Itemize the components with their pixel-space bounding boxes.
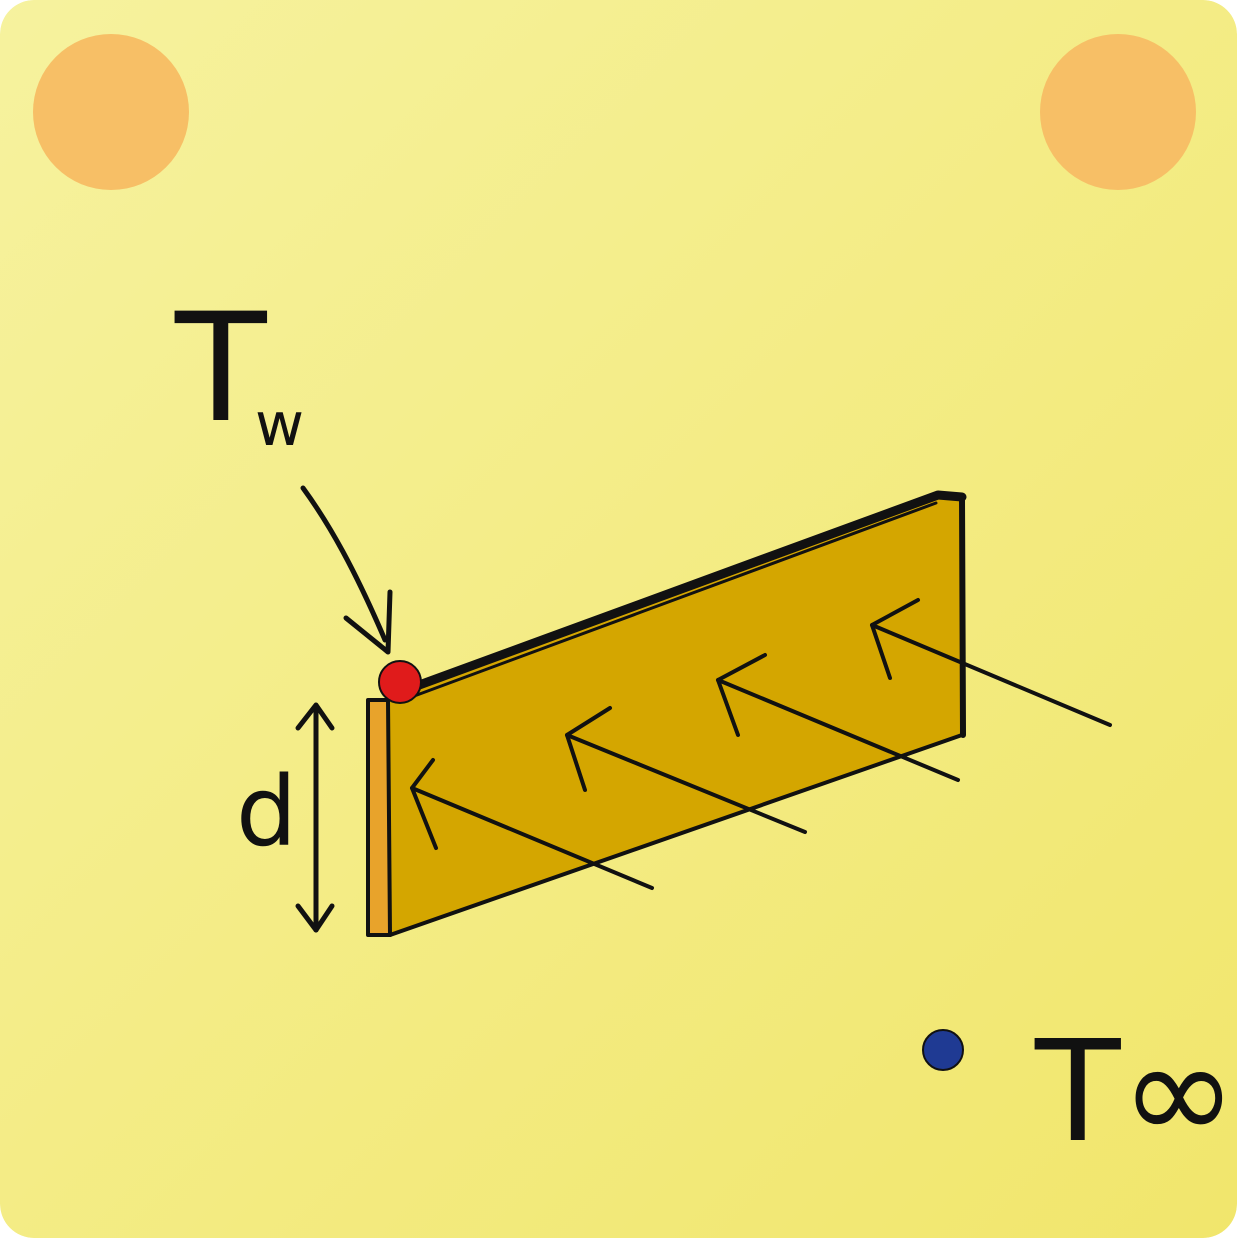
flow-arrow-1-icon bbox=[410, 758, 654, 890]
flow-arrow-3-icon bbox=[716, 653, 960, 782]
wall-pointer-arrow bbox=[300, 485, 393, 655]
plate-outline bbox=[386, 490, 967, 937]
corner-dot-left-icon bbox=[33, 34, 189, 190]
wall-temp-subscript: w bbox=[255, 390, 304, 460]
flow-arrows bbox=[410, 598, 1112, 890]
ambient-point-blue-dot-icon bbox=[922, 1029, 964, 1071]
wall-point-red-dot-icon bbox=[378, 660, 422, 704]
plate-face bbox=[390, 497, 962, 935]
flow-arrow-4-icon bbox=[870, 598, 1112, 727]
wall-temp-label: T bbox=[174, 282, 268, 456]
thickness-label: d bbox=[236, 756, 297, 868]
ambient-temp-label: T∞ bbox=[1034, 1011, 1237, 1174]
thickness-double-arrow-icon bbox=[295, 702, 335, 933]
corner-dot-right-icon bbox=[1040, 34, 1196, 190]
flow-arrow-2-icon bbox=[565, 706, 807, 834]
